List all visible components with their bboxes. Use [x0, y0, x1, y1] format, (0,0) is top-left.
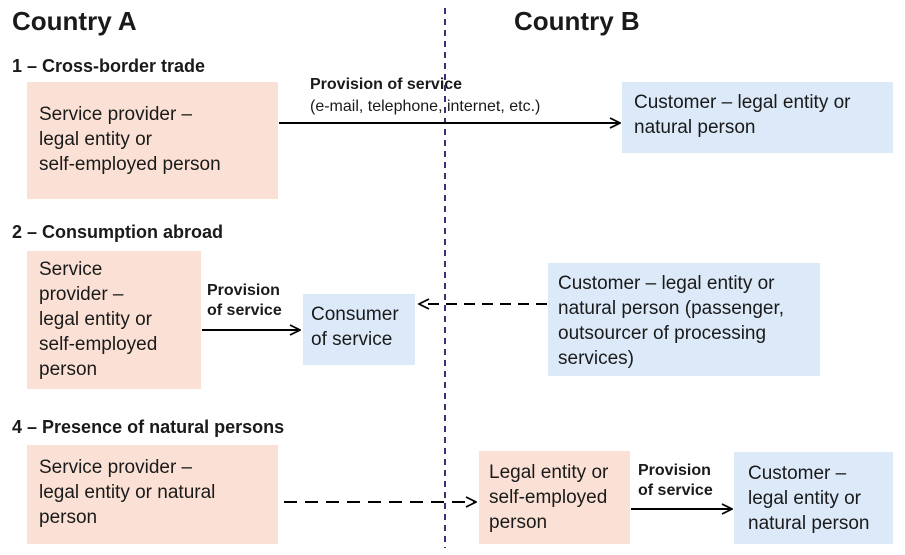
- section-4-customer-box: Customer – legal entity or natural perso…: [734, 452, 893, 544]
- section-1-title: 1 – Cross-border trade: [12, 56, 206, 76]
- country-a-heading: Country A: [12, 6, 137, 36]
- section-4-title: 4 – Presence of natural persons: [12, 417, 285, 437]
- section-1-arrow-label-normal: (e-mail, telephone, internet, etc.): [310, 98, 541, 115]
- section-1-customer-box: Customer – legal entity or natural perso…: [622, 82, 893, 153]
- section-1-provider-box: Service provider – legal entity or self-…: [27, 82, 278, 199]
- section-2-provider-box: Service provider – legal entity or self-…: [27, 251, 201, 389]
- section-4-arrow-label: Provision of service: [638, 462, 713, 499]
- section-4-intermediary-box: Legal entity or self-employed person: [479, 451, 630, 544]
- section-2-customer-box: Customer – legal entity or natural perso…: [548, 263, 820, 376]
- section-2-arrow-label: Provision of service: [207, 282, 282, 319]
- country-b-heading: Country B: [514, 6, 640, 36]
- section-4-provider-box: Service provider – legal entity or natur…: [27, 445, 278, 544]
- section-2-consumer-box: Consumer of service: [303, 294, 415, 365]
- section-1-arrow-label-bold: Provision of service: [310, 76, 463, 93]
- section-2-title: 2 – Consumption abroad: [12, 222, 224, 242]
